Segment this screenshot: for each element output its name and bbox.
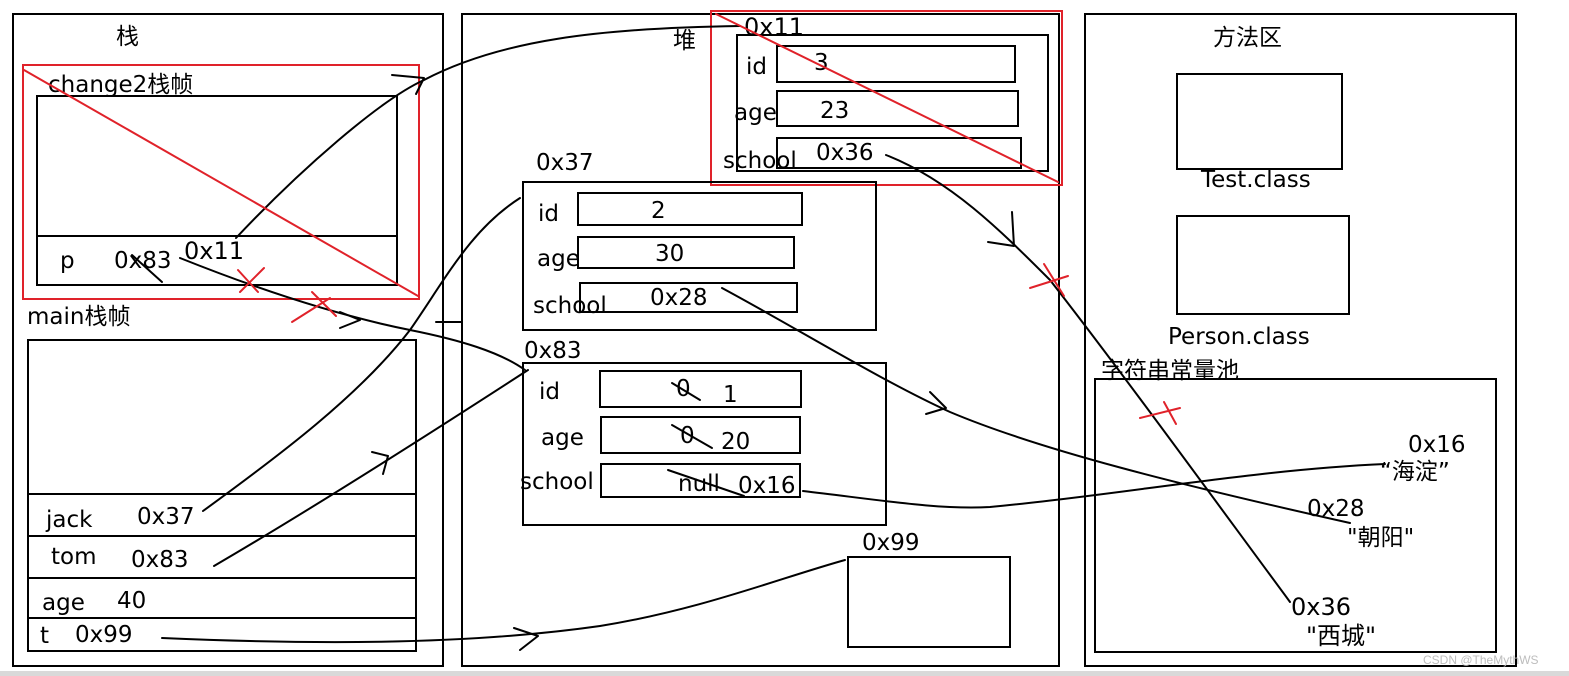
string-pool-entry-0x36-address: 0x36 — [1291, 593, 1352, 621]
obj-0x37-school-value: 0x28 — [650, 285, 708, 311]
obj-0x83-school-value: 0x16 — [738, 473, 796, 499]
obj-0x37-id-label: id — [538, 201, 559, 227]
obj-0x83-id-label: id — [539, 379, 560, 405]
string-pool-entry-0x28-address: 0x28 — [1307, 496, 1365, 522]
obj-0x83-age-field — [600, 416, 801, 454]
change2-frame-strike-box — [22, 64, 420, 300]
person-class-label: Person.class — [1168, 324, 1310, 350]
watermark: CSDN @TheMythWS — [1423, 653, 1539, 667]
obj-0x83-id-value: 1 — [723, 382, 738, 408]
obj-0x83-age-value: 20 — [721, 429, 751, 455]
main-row-t-name: t — [40, 623, 50, 649]
stack-title: 栈 — [116, 24, 139, 50]
main-row-age-value: 40 — [117, 588, 147, 614]
obj-0x37-age-value: 30 — [655, 241, 685, 267]
obj-0x11-strike-box — [710, 10, 1063, 186]
main-row-t-value: 0x99 — [75, 622, 133, 648]
obj-0x83-age-old-value: 0 — [680, 423, 695, 449]
obj-0x99-address: 0x99 — [862, 530, 920, 556]
obj-0x83-age-label: age — [541, 425, 584, 451]
obj-0x83-id-old-value: 0 — [676, 376, 691, 402]
obj-0x37-id-value: 2 — [651, 198, 666, 224]
obj-0x37-address: 0x37 — [536, 150, 594, 176]
obj-0x83-school-label: school — [520, 469, 594, 495]
obj-0x37-age-label: age — [537, 246, 580, 272]
person-class-box — [1176, 215, 1350, 315]
window-bottom-bar — [0, 671, 1569, 676]
main-row-jack-value: 0x37 — [137, 504, 195, 530]
obj-0x99-box — [847, 556, 1011, 648]
obj-0x83-school-old-value: null — [678, 471, 720, 497]
obj-0x37-id-field — [577, 192, 803, 226]
test-class-label: Test.class — [1201, 167, 1311, 193]
test-class-box — [1176, 73, 1343, 170]
obj-0x83-id-field — [599, 370, 802, 408]
main-row-tom-value: 0x83 — [131, 547, 189, 573]
string-pool-entry-0x36-value: "西城" — [1306, 622, 1377, 650]
obj-0x83-address: 0x83 — [524, 338, 582, 364]
main-row-age — [27, 577, 417, 619]
obj-0x37-age-field — [577, 236, 795, 269]
main-frame-label: main栈帧 — [27, 304, 131, 330]
string-pool-entry-0x16-value: “海淀” — [1380, 459, 1450, 485]
heap-title: 堆 — [673, 28, 696, 54]
main-row-age-name: age — [42, 590, 85, 616]
string-pool-entry-0x28-value: "朝阳" — [1347, 525, 1415, 551]
main-row-tom-name: tom — [51, 544, 97, 570]
string-pool-entry-0x16-address: 0x16 — [1408, 432, 1466, 458]
method-area-title: 方法区 — [1213, 25, 1282, 51]
main-row-jack-name: jack — [46, 507, 93, 533]
